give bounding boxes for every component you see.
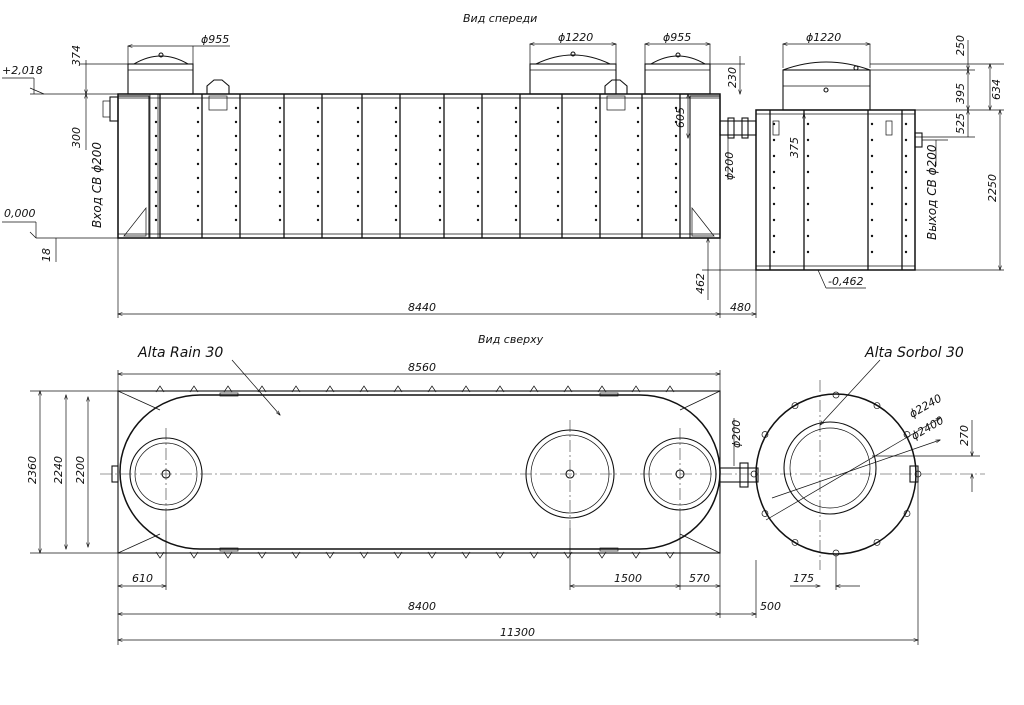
dim-374: 374	[70, 45, 83, 66]
dim-462: 462	[694, 273, 707, 294]
dim-hatch1: ϕ955	[201, 33, 229, 46]
dim-525: 525	[954, 113, 967, 134]
outlet-label: Выход СВ ϕ200	[925, 144, 939, 240]
dim-395: 395	[954, 83, 967, 104]
level-bottom: -0,462	[828, 275, 863, 288]
dim-270: 270	[958, 425, 971, 446]
level-top: +2,018	[2, 64, 43, 77]
inlet-label: Вход СВ ϕ200	[90, 142, 104, 228]
dim-18: 18	[40, 248, 53, 262]
top-view-title: Вид сверху	[478, 333, 544, 346]
rain-tank-top	[119, 394, 721, 550]
dim-p200-top: ϕ200	[730, 420, 743, 448]
dim-2200: 2200	[74, 456, 87, 484]
rain-tank-body	[117, 93, 721, 239]
dim-11300: 11300	[500, 626, 535, 639]
dim-230: 230	[726, 67, 739, 88]
dim-500: 500	[760, 600, 781, 613]
dim-2240: 2240	[52, 456, 65, 484]
hatch-955-right	[644, 52, 711, 95]
tank-ribs	[154, 94, 681, 238]
dim-2360: 2360	[26, 456, 39, 484]
dim-8440: 8440	[408, 301, 436, 314]
dim-8560: 8560	[408, 361, 436, 374]
connecting-pipe	[719, 117, 757, 139]
front-dimensions: ϕ955 ϕ1220 ϕ955 ϕ1220 +2,018 374 300	[2, 31, 1004, 318]
dim-2250: 2250	[986, 174, 999, 202]
sorbol-tank-front	[755, 61, 923, 271]
hatch-1220	[529, 51, 617, 95]
level-zero: 0,000	[4, 207, 36, 220]
dim-175: 175	[793, 572, 814, 585]
dim-634: 634	[990, 79, 1003, 100]
front-view-title: Вид спереди	[463, 12, 537, 25]
top-view: 8560 2360 2240 2200 610 1500 570 8400 50…	[26, 361, 985, 645]
dim-hatch3: ϕ955	[663, 31, 691, 44]
dim-hatch4: ϕ1220	[806, 31, 841, 44]
lifting-eye-left	[206, 79, 230, 111]
dim-375: 375	[788, 137, 801, 158]
dim-250: 250	[954, 35, 967, 56]
dim-8400: 8400	[408, 600, 436, 613]
dim-p200-front: ϕ200	[723, 152, 736, 180]
front-view: ϕ955 ϕ1220 ϕ955 ϕ1220 +2,018 374 300	[2, 31, 1004, 318]
label-alta-sorbol: Alta Sorbol 30	[864, 345, 964, 361]
dim-hatch2: ϕ1220	[558, 31, 593, 44]
inlet-pipe	[102, 96, 119, 122]
stiffener-teeth	[155, 385, 675, 559]
dim-480: 480	[730, 301, 751, 314]
dim-570: 570	[689, 572, 710, 585]
label-alta-rain: Alta Rain 30	[137, 345, 223, 361]
lifting-eye-right	[604, 79, 628, 111]
hatch-955-left	[127, 52, 194, 239]
dim-605: 605	[674, 107, 687, 128]
dim-610: 610	[132, 572, 153, 585]
dim-300: 300	[70, 127, 83, 148]
dim-1500: 1500	[614, 572, 642, 585]
